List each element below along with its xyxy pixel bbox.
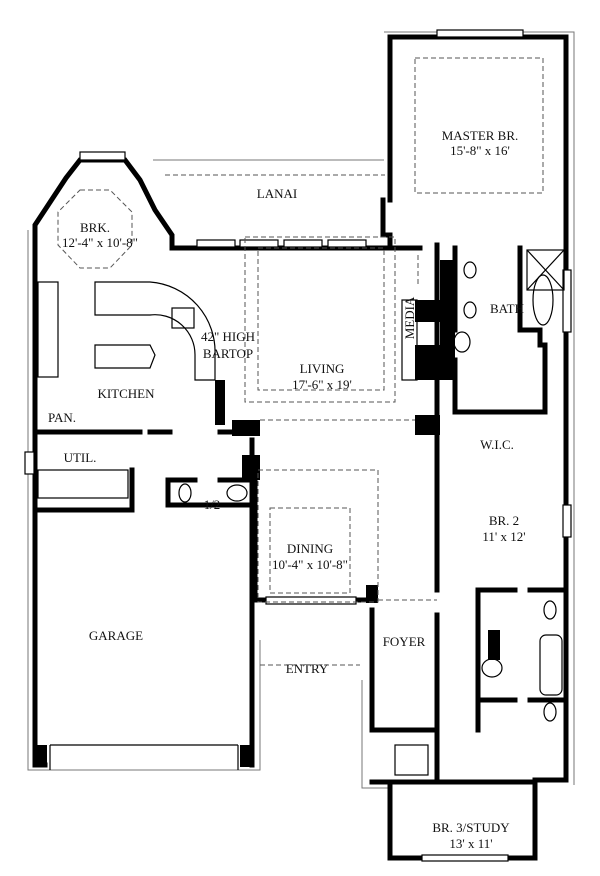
room-labels: MASTER BR. 15'-8" x 16' LANAI BRK. 12'-4… [48, 128, 526, 851]
bathtub-icon [539, 634, 563, 696]
sink-icon [171, 307, 195, 329]
half-bath-label: 1/2 [204, 497, 221, 512]
br3-label: BR. 3/STUDY [432, 820, 510, 835]
brk-label: BRK. [80, 220, 110, 235]
living-label: LIVING [300, 361, 345, 376]
lanai-label: LANAI [257, 186, 297, 201]
bath-label: BATH [490, 301, 524, 316]
solid-walls [33, 260, 500, 767]
toilet-icon [226, 484, 248, 502]
fixtures [37, 249, 565, 776]
pantry-label: PAN. [48, 410, 76, 425]
br2-label: BR. 2 [489, 513, 519, 528]
living-size: 17'-6" x 19' [292, 377, 352, 392]
kitchen-label: KITCHEN [97, 386, 155, 401]
wic-label: W.I.C. [480, 437, 514, 452]
dining-label: DINING [287, 541, 333, 556]
dining-size: 10'-4" x 10'-8" [272, 557, 348, 572]
brk-size: 12'-4" x 10'-8" [62, 235, 138, 250]
ceiling-outlines [57, 57, 544, 666]
shower-icon [526, 249, 565, 291]
entry-label: ENTRY [286, 661, 329, 676]
br2-size: 11' x 12' [482, 529, 525, 544]
foyer-label: FOYER [383, 634, 426, 649]
master-br-size: 15'-8" x 16' [450, 143, 510, 158]
garage-label: GARAGE [89, 628, 143, 643]
utility-label: UTIL. [64, 450, 97, 465]
media-label: MEDIA [402, 296, 417, 339]
bartop-label-2: BARTOP [203, 346, 253, 361]
bathtub-icon [532, 274, 554, 326]
master-br-label: MASTER BR. [442, 128, 519, 143]
bartop-label-1: 42" HIGH [201, 329, 255, 344]
toilet-icon [481, 658, 503, 678]
toilet-icon [453, 331, 471, 353]
windows [24, 29, 572, 862]
br3-size: 13' x 11' [449, 836, 492, 851]
